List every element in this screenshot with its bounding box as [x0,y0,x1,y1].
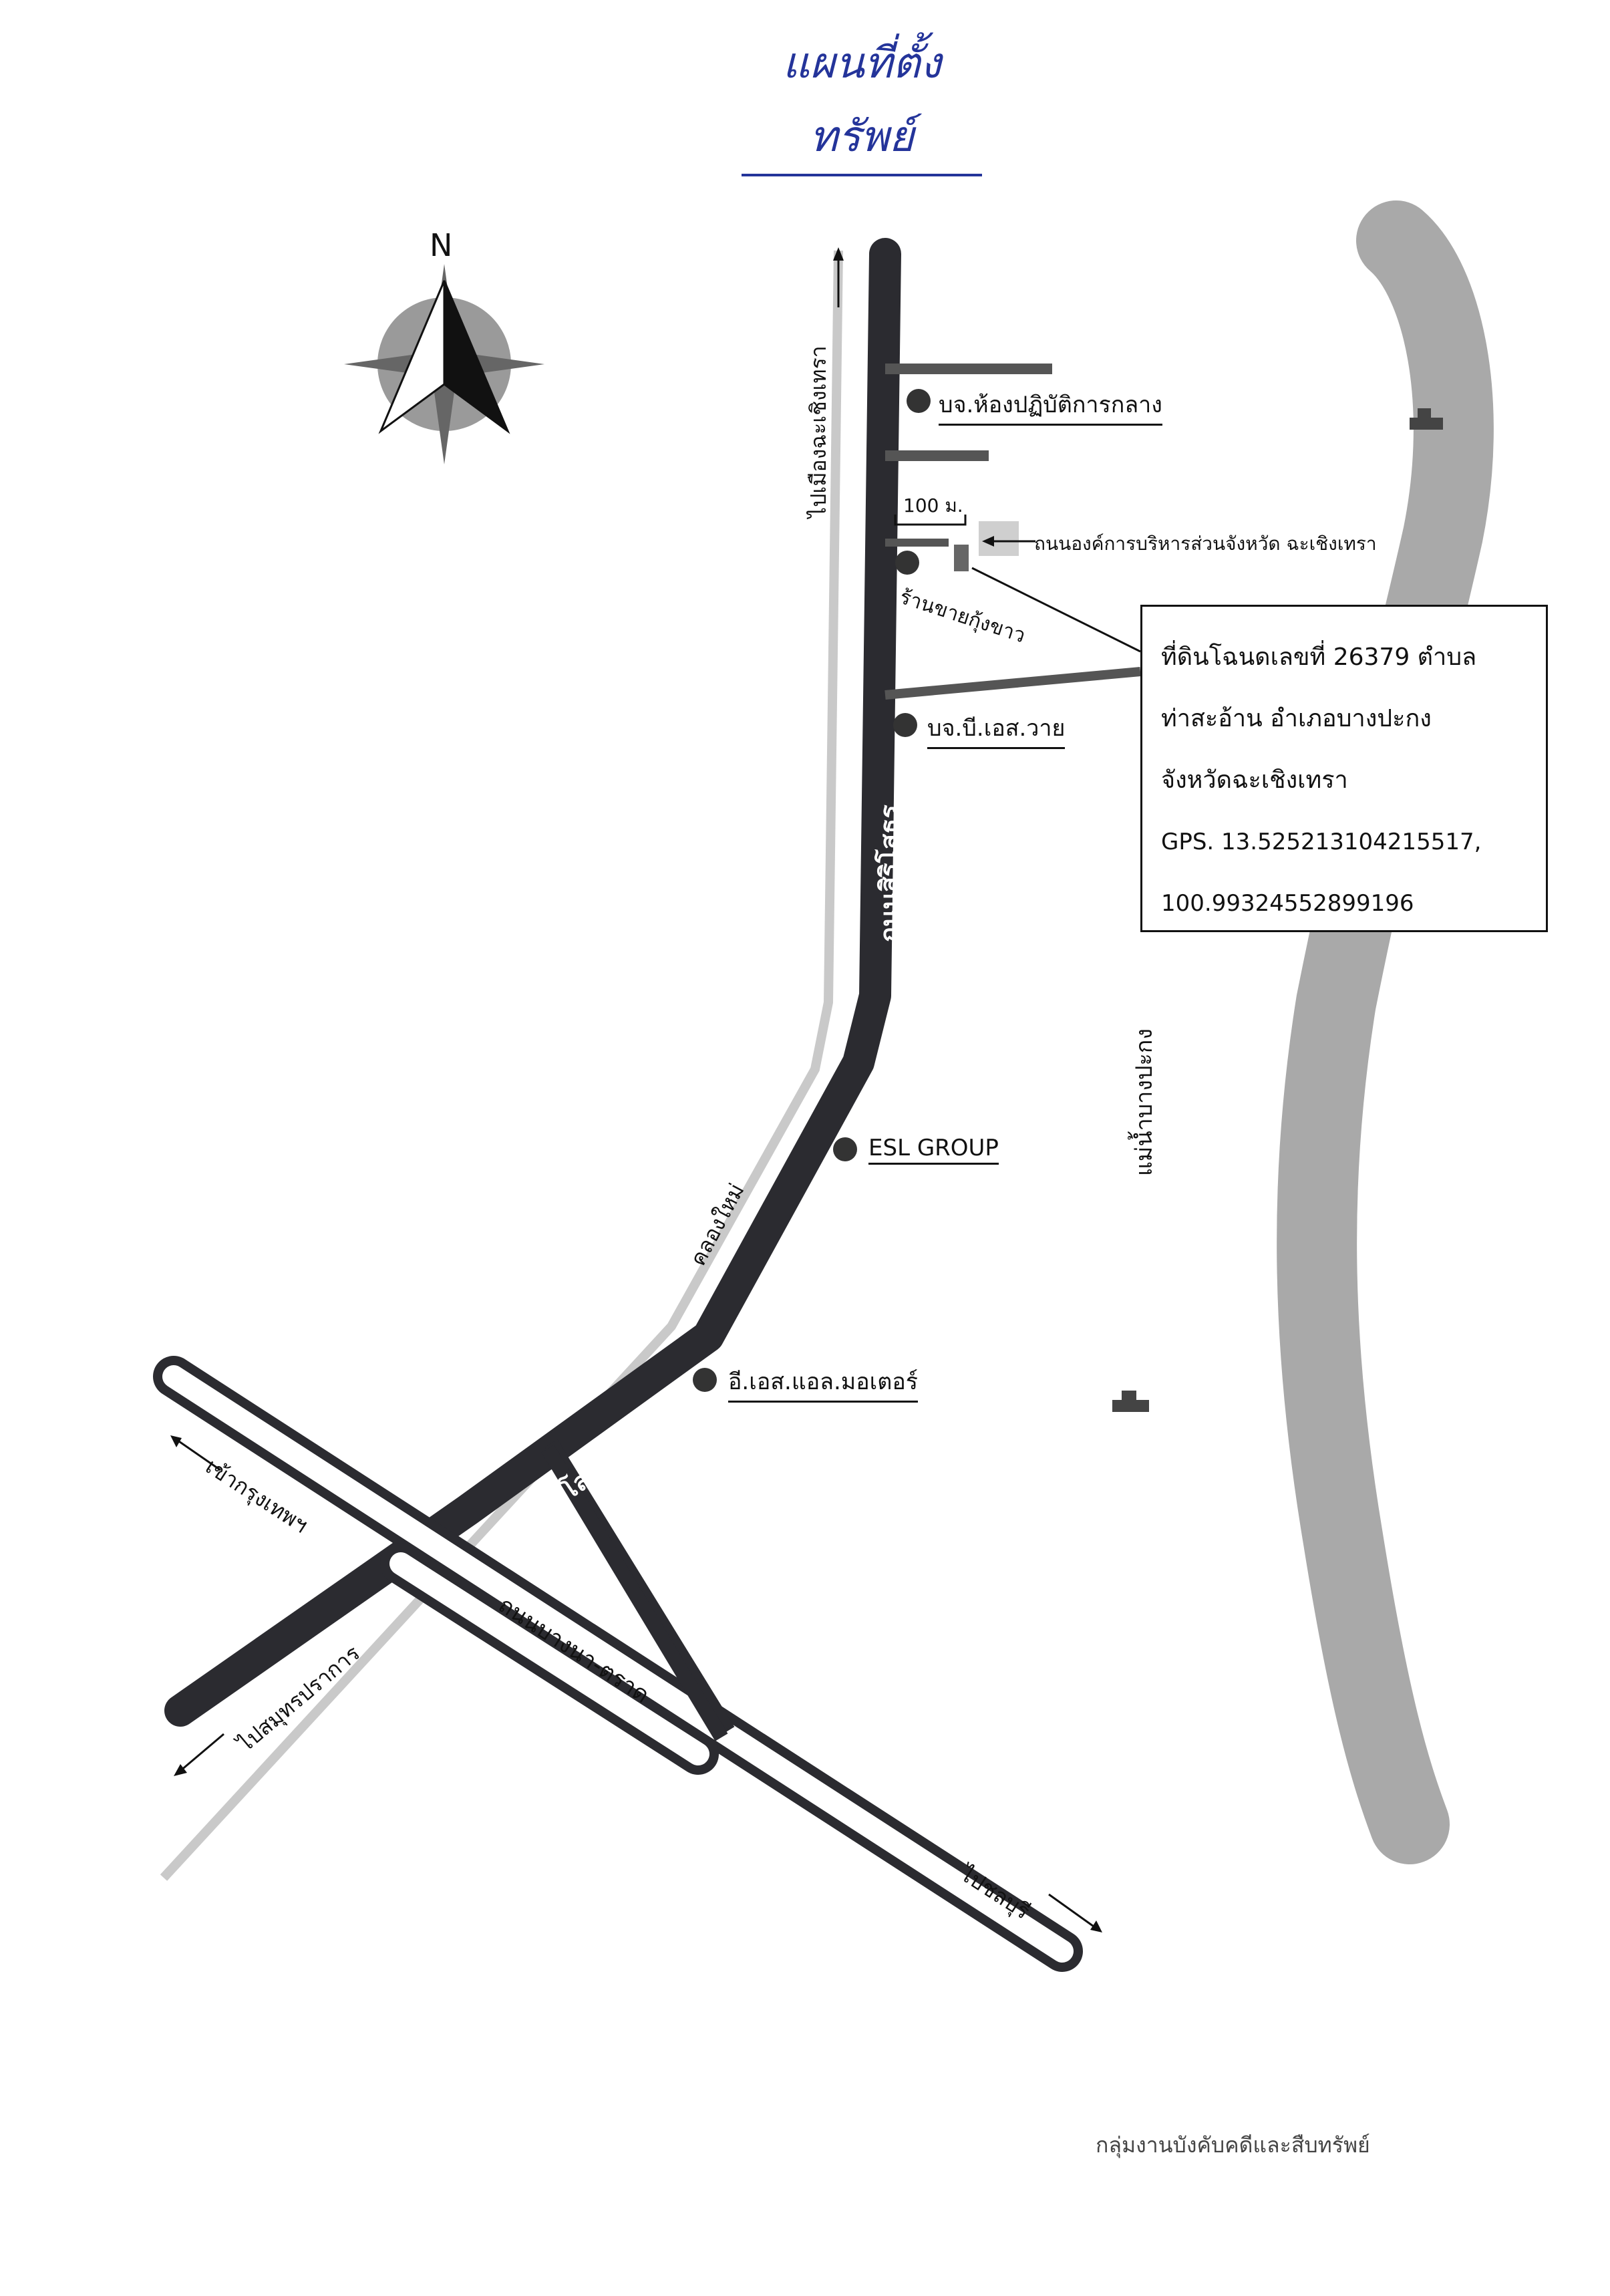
side-road [884,667,1141,700]
connector-road-inner [389,1552,709,1765]
label-to-chachoengsao: ไปเมืองฉะเชิงเทรา [806,345,831,518]
ramp-road [541,1445,728,1741]
label-river: แม่น้ำบางปะกง [1131,1028,1158,1176]
label-esl: ESL GROUP [868,1135,999,1165]
property-gps-line-1: GPS. 13.525213104215517, [1161,829,1482,855]
pointer-line [971,567,1141,653]
property-line-2: ท่าสะอ้าน อำเภอบางปะกง [1161,705,1432,732]
label-scale: 100 ม. [903,494,963,517]
marker-shrimp-shop [895,551,919,575]
property-gps-line-2: 100.99324552899196 [1161,890,1414,917]
property-line-3: จังหวัดฉะเชิงเทรา [1161,766,1348,794]
property-info-box: ที่ดินโฉนดเลขที่ 26379 ตำบล ท่าสะอ้าน อำ… [1140,605,1548,932]
marker-esl-motor [693,1368,717,1392]
label-central-lab: บจ.ห้องปฏิบัติการกลาง [939,386,1162,426]
marker-central-lab [907,389,931,413]
scale-bar [894,515,967,526]
boat-icon [1410,408,1443,430]
property-parcel [979,521,1019,556]
arrow-to-bangkok [170,1435,221,1471]
arrow-to-chonburi [1048,1893,1102,1932]
arrow-head [982,536,994,547]
marker-bsy [893,713,917,737]
road-label-sirisothorn-north: ถนนสิริโสธร [874,805,904,942]
label-esl-motor: อี.เอส.แอล.มอเตอร์ [728,1363,919,1403]
bangna-trat-road-inner [162,1365,1074,1963]
river [1277,200,1494,1864]
footer-department: กลุ่มงานบังคับคดีและสืบทรัพย์ [1096,2132,1370,2158]
compass-north-label: N [430,227,453,263]
label-pao-road: ถนนองค์การบริหารส่วนจังหวัด ฉะเชิงเทรา [1034,533,1377,555]
canal-line [160,250,843,1881]
arrow-to-samut-prakan [174,1733,224,1776]
property-line-1: ที่ดินโฉนดเลขที่ 26379 ตำบล [1161,643,1477,671]
label-bsy: บจ.บี.เอส.วาย [927,710,1066,749]
compass-rose-icon [344,264,544,464]
boat-icon [1112,1391,1149,1412]
map-title: แผนที่ตั้งทรัพย์ [742,27,982,176]
arrow-to-chachoengsao [833,247,844,307]
marker-esl [833,1137,857,1161]
property-marker [954,545,969,571]
